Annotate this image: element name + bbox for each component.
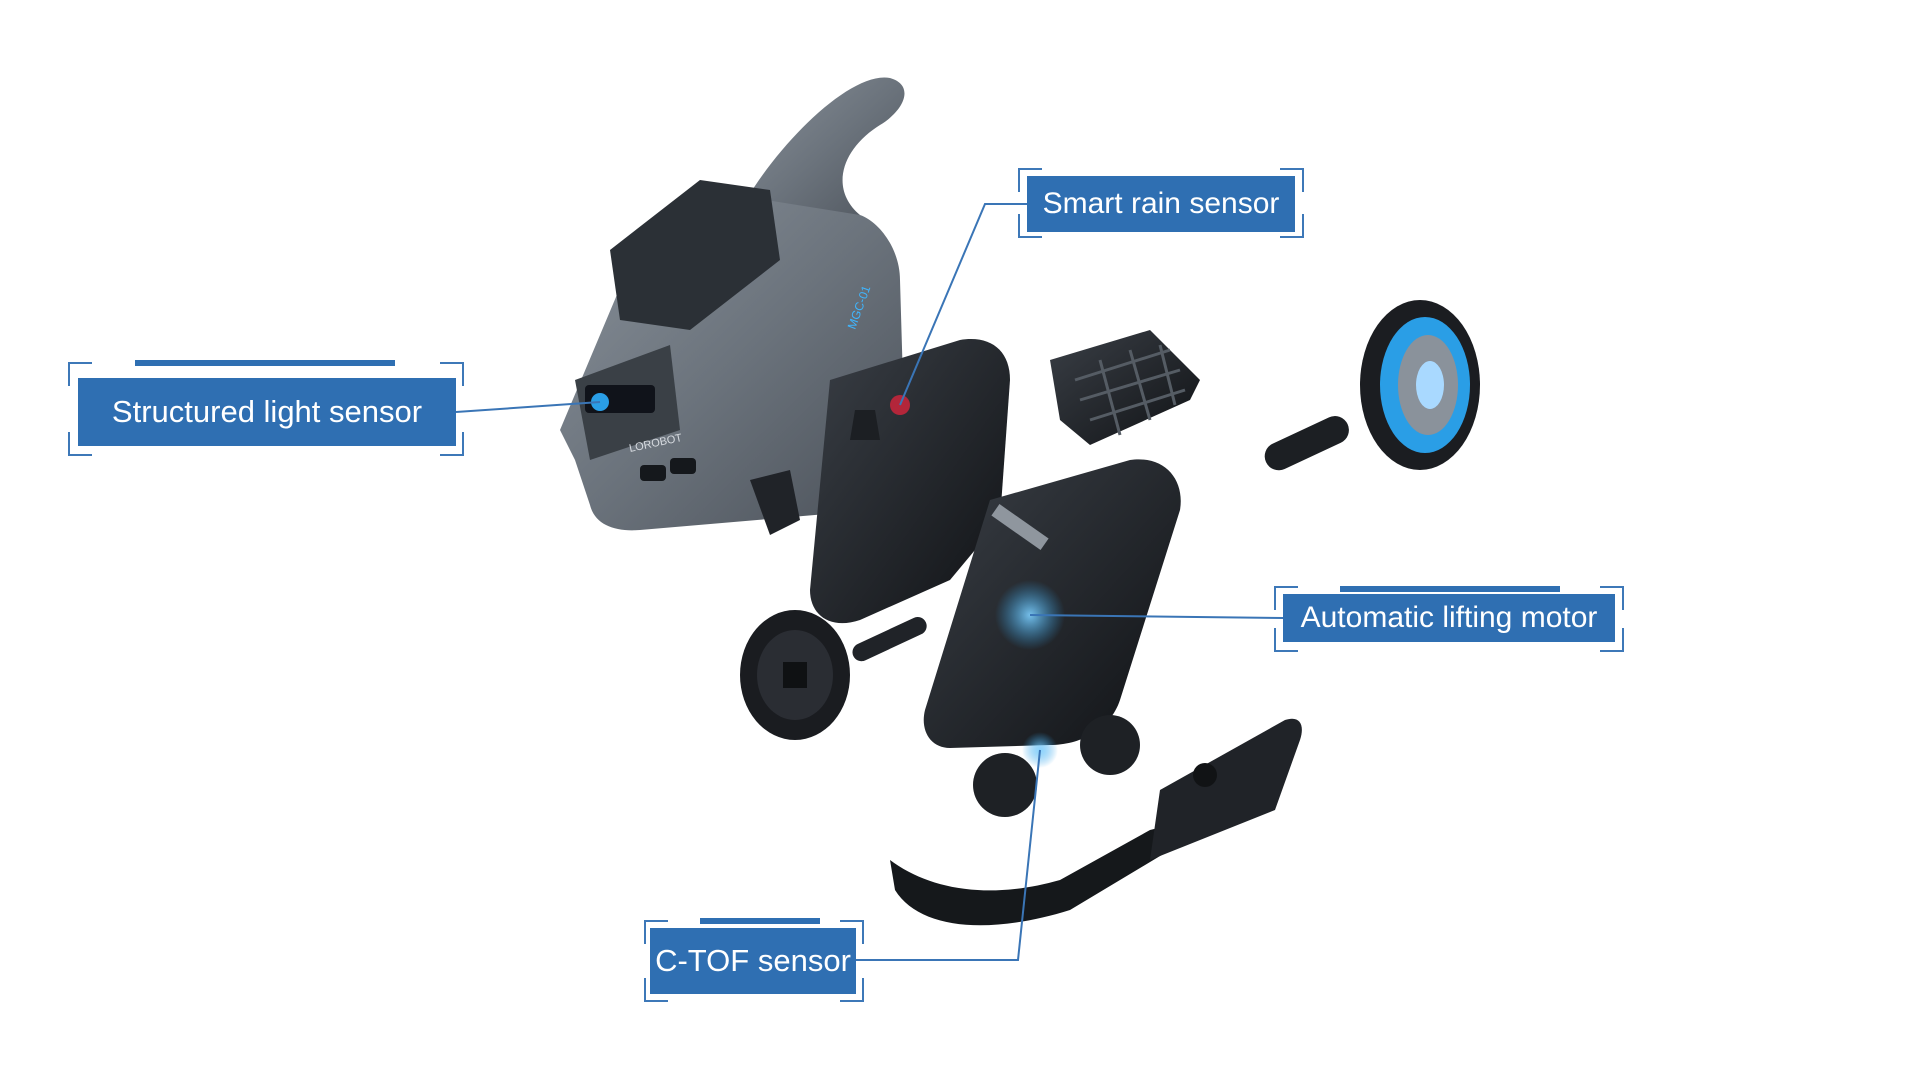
right-axle [1264,416,1349,471]
c-tof-sensor-label: C-TOF sensor [650,928,856,994]
lifting-motor-screw [991,504,1049,550]
front-sensor-port-2 [670,458,696,474]
left-axle [852,616,927,662]
housing-handle [735,77,905,235]
front-bumper [890,820,1190,926]
c-tof-frame-tl [644,920,668,944]
smart-rain-frame-bl [1018,214,1042,238]
automatic-lifting-motor-text: Automatic lifting motor [1300,601,1598,634]
front-sensor-port-1 [640,465,666,481]
right-wheel [1264,300,1480,471]
structured-light-sensor-text: Structured light sensor [111,394,423,429]
leader-structured-light [455,401,601,413]
lifting-motor-frame-tr [1600,586,1624,610]
front-caster-post [750,470,800,535]
rear-cover [1150,718,1302,860]
left-wheel [740,610,927,740]
leader-smart-rain [899,203,1027,406]
structured-light-accent [135,360,395,366]
rain-sensor-post [850,410,880,440]
lifting-motor-frame-bl [1274,628,1298,652]
smart-rain-frame-br [1280,214,1304,238]
housing-top-window [610,180,780,330]
structured-light-frame-tr [440,362,464,386]
upper-chassis [750,339,1010,624]
c-tof-frame-tr [840,920,864,944]
caster-balls [973,715,1140,817]
smart-rain-sensor-label: Smart rain sensor [1027,176,1295,232]
structured-light-frame-tl [68,362,92,386]
c-tof-accent [700,918,820,924]
grid-cover [1050,330,1200,445]
c-tof-frame-br [840,978,864,1002]
smart-rain-frame-tl [1018,168,1042,192]
smart-rain-sensor-text: Smart rain sensor [1042,187,1280,220]
structured-light-frame-br [440,432,464,456]
lifting-motor-frame-tl [1274,586,1298,610]
structured-light-frame-bl [68,432,92,456]
top-housing: LOROBOT MGC-01 [560,77,905,531]
leader-c-tof [856,749,1041,961]
lifting-motor-frame-br [1600,628,1624,652]
lower-chassis [923,459,1181,768]
structured-light-sensor-label: Structured light sensor [78,378,456,446]
automatic-lifting-motor-label: Automatic lifting motor [1283,594,1615,642]
c-tof-sensor-text: C-TOF sensor [655,943,851,978]
leader-lines [455,203,1284,961]
c-tof-frame-bl [644,978,668,1002]
lifting-motor-accent [1340,586,1560,592]
smart-rain-frame-tr [1280,168,1304,192]
leader-lifting-motor [1029,614,1284,619]
